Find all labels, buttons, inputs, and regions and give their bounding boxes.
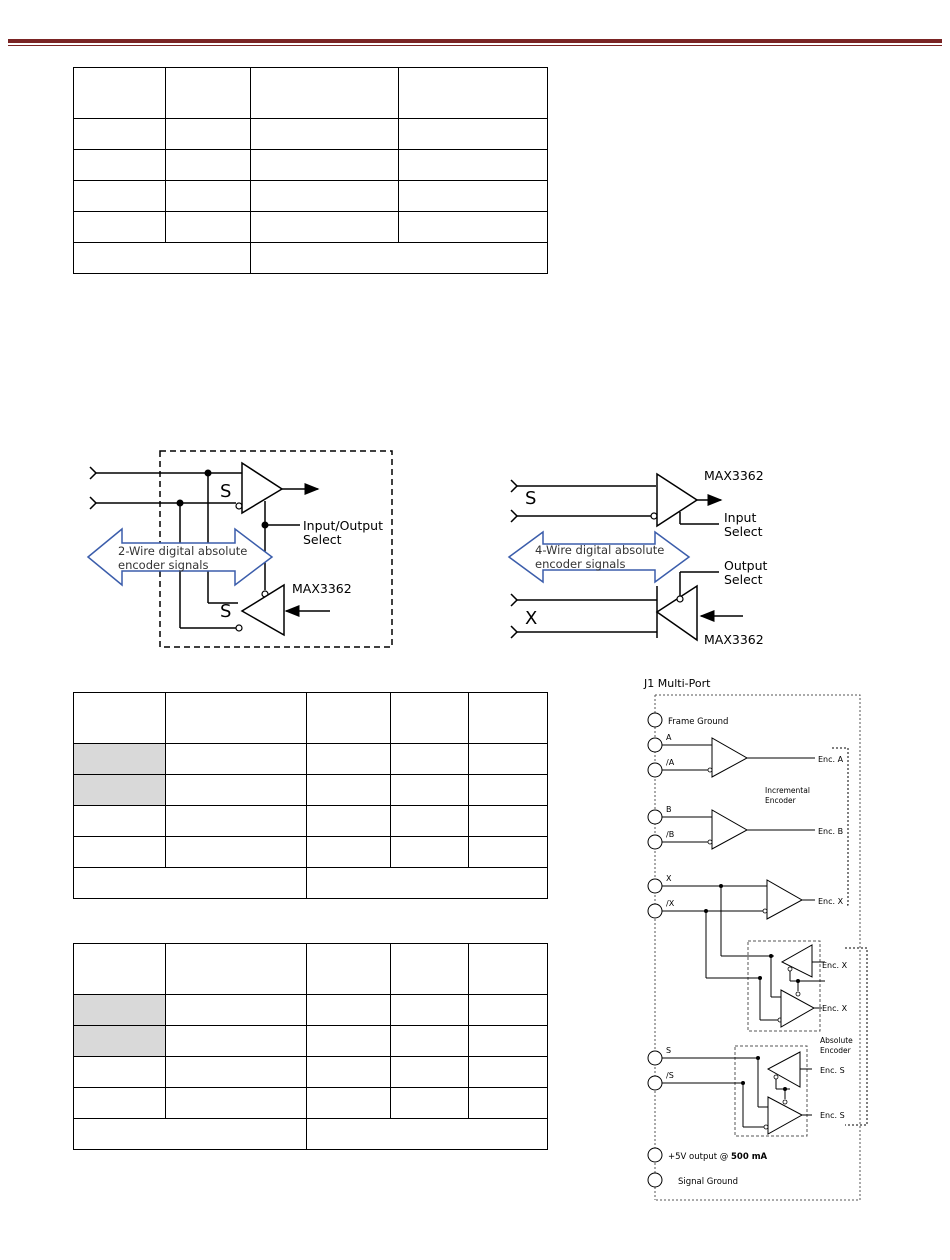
- s-bottom-label: S: [220, 601, 231, 622]
- table-3: [73, 943, 548, 1150]
- table-row: [73, 242, 548, 274]
- table-row: [73, 994, 548, 1026]
- table-1: [73, 67, 548, 274]
- table-row: [73, 1025, 548, 1057]
- signals-label: 2-Wire digital absolute: [118, 544, 247, 558]
- table-row: [73, 774, 548, 806]
- chevron-icon: [510, 509, 519, 523]
- enc-x2-label: Enc. X: [822, 961, 848, 970]
- chevron-icon: [89, 466, 98, 480]
- table-row: [73, 805, 548, 837]
- multiport-diagram: J1 Multi-Port Frame Ground A /A Enc. A B…: [643, 677, 868, 1201]
- input-select-label: Input: [724, 510, 756, 525]
- table-row: [73, 149, 548, 181]
- signals-label-2: encoder signals: [535, 557, 626, 571]
- table-row: [73, 118, 548, 150]
- bidirectional-arrow: [507, 530, 691, 584]
- enc-x3-label: Enc. X: [822, 1004, 848, 1013]
- chevron-icon: [510, 479, 519, 493]
- signals-label-2: encoder signals: [118, 558, 209, 572]
- incremental-label: Incremental: [765, 786, 810, 795]
- enc-x-label: Enc. X: [818, 897, 844, 906]
- table-row: [73, 943, 548, 995]
- four-wire-diagram: MAX3362 S X Input Select 4-Wire digital …: [507, 468, 768, 647]
- receiver-amplifier: [241, 461, 284, 515]
- s-label: S: [525, 488, 536, 509]
- enc-s2-label: Enc. S: [820, 1111, 845, 1120]
- table-2: [73, 692, 548, 899]
- io-select-label: Input/Output: [303, 518, 383, 533]
- table-row: [73, 211, 548, 243]
- driver-amplifier: [655, 584, 698, 642]
- chevron-icon: [510, 625, 519, 639]
- pin-x-n-label: /X: [666, 899, 675, 908]
- pin-a-n-label: /A: [666, 758, 675, 767]
- table-row: [73, 1118, 548, 1150]
- incremental-label-2: Encoder: [765, 796, 797, 805]
- table-row: [73, 1087, 548, 1119]
- x-label: X: [525, 608, 537, 629]
- driver-amplifier: [240, 583, 285, 637]
- output-select-label-2: Select: [724, 572, 763, 587]
- absolute-label: Absolute: [820, 1036, 853, 1045]
- output-select-label: Output: [724, 558, 768, 573]
- table-row: [73, 692, 548, 744]
- chip-bottom-label: MAX3362: [704, 632, 764, 647]
- power-label: +5V output @ 500 mA: [668, 1152, 768, 1162]
- pin-b-n-label: /B: [666, 830, 674, 839]
- chip-label: MAX3362: [292, 581, 352, 596]
- signals-label: 4-Wire digital absolute: [535, 543, 664, 557]
- table-row: [73, 1056, 548, 1088]
- pin-x-label: X: [666, 874, 672, 883]
- dashed-boundary: [159, 450, 393, 648]
- table-row: [73, 836, 548, 868]
- table-row: [73, 180, 548, 212]
- chip-top-label: MAX3362: [704, 468, 764, 483]
- signal-ground-label: Signal Ground: [678, 1177, 738, 1187]
- multiport-title: J1 Multi-Port: [643, 677, 711, 690]
- receiver-amplifier: [656, 472, 699, 528]
- bidirectional-arrow: [86, 527, 274, 587]
- enc-s-label: Enc. S: [820, 1066, 845, 1075]
- s-top-label: S: [220, 481, 231, 502]
- pin-s-label: S: [666, 1046, 671, 1055]
- pin-a-label: A: [666, 733, 672, 742]
- pin-s-n-label: /S: [666, 1071, 674, 1080]
- enc-b-label: Enc. B: [818, 827, 843, 836]
- two-wire-diagram: S S Input/Output Select 2-Wire digital a…: [86, 450, 393, 648]
- frame-ground-label: Frame Ground: [668, 717, 728, 727]
- enc-a-label: Enc. A: [818, 755, 844, 764]
- table-row: [73, 743, 548, 775]
- io-select-label-2: Select: [303, 532, 342, 547]
- header-rule-thin: [8, 45, 942, 46]
- absolute-label-2: Encoder: [820, 1046, 852, 1055]
- header-rule: [8, 39, 942, 43]
- chevron-icon: [89, 496, 98, 510]
- chevron-icon: [510, 593, 519, 607]
- port-boundary: [655, 694, 861, 1201]
- table-row: [73, 867, 548, 899]
- pin-b-label: B: [666, 805, 672, 814]
- input-select-label-2: Select: [724, 524, 763, 539]
- table-row: [73, 67, 548, 119]
